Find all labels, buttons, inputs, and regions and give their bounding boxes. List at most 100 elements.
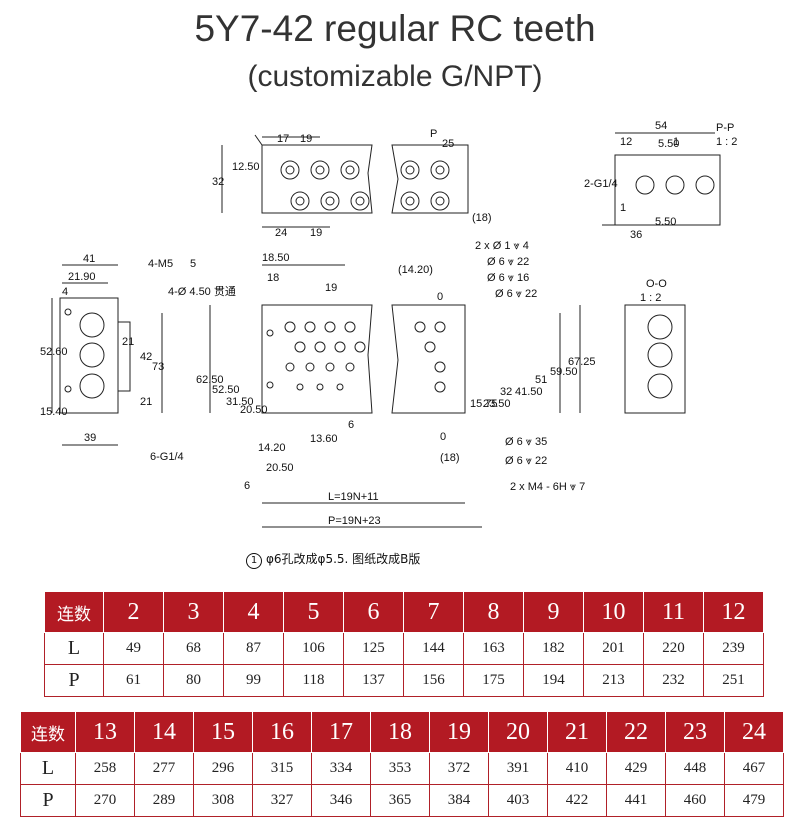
dim-12: 12 (620, 136, 632, 148)
table-cell: 163 (463, 632, 524, 665)
dim-41: 41 (83, 253, 95, 265)
dim-6: 6 (348, 419, 354, 431)
dim-59-50: 59.50 (550, 366, 578, 378)
pp-label: P-P (716, 122, 734, 134)
table-cell: 182 (523, 632, 584, 665)
col-3: 3 (163, 591, 224, 633)
table-cell: 289 (134, 784, 194, 817)
col-16: 16 (252, 711, 312, 753)
table-cell: 49 (103, 632, 164, 665)
dim-42: 42 (140, 351, 152, 363)
row-label-l: L (20, 752, 76, 785)
table-cell: 239 (703, 632, 764, 665)
table-cell: 441 (606, 784, 666, 817)
dim-23-50: 23.50 (483, 398, 511, 410)
callout-hole-22: Ø 6 ⩔ 22 (487, 256, 529, 268)
dim-0: 0 (437, 291, 443, 303)
table-row: L 258 277 296 315 334 353 372 391 410 42… (20, 752, 784, 785)
col-24: 24 (724, 711, 784, 753)
col-9: 9 (523, 591, 584, 633)
table-cell: 327 (252, 784, 312, 817)
dim-15-75: 15.75 (470, 398, 498, 410)
port-2-g1-4: 2-G1/4 (584, 178, 618, 190)
table-cell: 213 (583, 664, 644, 697)
table-row: L 49 68 87 106 125 144 163 182 201 220 2… (44, 632, 764, 665)
table-cell: 87 (223, 632, 284, 665)
section-pp (602, 132, 721, 226)
table-cell: 479 (724, 784, 784, 817)
table-cell: 270 (75, 784, 135, 817)
table-cell: 422 (547, 784, 607, 817)
table-cell: 410 (547, 752, 607, 785)
section-oo (624, 304, 686, 414)
table-cell: 296 (193, 752, 253, 785)
technical-drawing: 17 19 32 12.50 24 19 P 25 (18) P-P 1 : 2… (40, 120, 737, 528)
oo-scale: 1 : 2 (640, 292, 661, 304)
table-cell: 99 (223, 664, 284, 697)
dim-41-50: 41.50 (515, 386, 543, 398)
dim-20-50b: 20.50 (266, 462, 294, 474)
dim-12-50: 12.50 (232, 161, 260, 173)
dim-19: 19 (300, 133, 312, 145)
table-cell: 194 (523, 664, 584, 697)
callout-4-m5: 4-M5 (148, 258, 173, 270)
table-cell: 137 (343, 664, 404, 697)
col-17: 17 (311, 711, 371, 753)
dim-67-25: 67.25 (568, 356, 596, 368)
col-11: 11 (643, 591, 704, 633)
dim-6b: 6 (244, 480, 250, 492)
dim-18: 18 (267, 272, 279, 284)
table-row: P 270 289 308 327 346 365 384 403 422 44… (20, 784, 784, 817)
dim-4: 4 (62, 286, 68, 298)
col-15: 15 (193, 711, 253, 753)
dim-15-40: 15.40 (40, 406, 68, 418)
table-cell: 258 (75, 752, 135, 785)
dim-14-20: 14.20 (258, 442, 286, 454)
table-cell: 448 (665, 752, 725, 785)
dim-21-90: 21.90 (68, 271, 96, 283)
side-view (51, 264, 163, 446)
dim-54: 54 (655, 120, 667, 132)
table-cell: 156 (403, 664, 464, 697)
pp-scale: 1 : 2 (716, 136, 737, 148)
callout-hole-35: Ø 6 ⩔ 35 (505, 436, 547, 448)
dim-18: (18) (472, 212, 492, 224)
table-cell: 429 (606, 752, 666, 785)
dim-18b: (18) (440, 452, 460, 464)
col-14: 14 (134, 711, 194, 753)
header-label: 连数 (44, 591, 104, 633)
table-cell: 467 (724, 752, 784, 785)
col-22: 22 (606, 711, 666, 753)
marker-1: 1 (673, 136, 679, 148)
table-cell: 80 (163, 664, 224, 697)
table-cell: 372 (429, 752, 489, 785)
dim-25: 25 (442, 138, 454, 150)
row-label-p: P (20, 784, 76, 817)
callout-hole-22c: Ø 6 ⩔ 22 (505, 455, 547, 467)
table-cell: 277 (134, 752, 194, 785)
table-header-row: 连数 2 3 4 5 6 7 8 9 10 11 12 (44, 591, 764, 633)
callout-4-holes: 4-Ø 4.50 贯通 (168, 285, 236, 298)
callout-hole-22b: Ø 6 ⩔ 22 (495, 288, 537, 300)
spec-table-2: 连数 13 14 15 16 17 18 19 20 21 22 23 24 L… (20, 711, 784, 817)
section-mark-p: P (430, 128, 437, 140)
page-subtitle: (customizable G/NPT) (247, 60, 543, 93)
col-21: 21 (547, 711, 607, 753)
page-title: 5Y7-42 regular RC teeth (194, 8, 596, 49)
callout-6-g1-4: 6-G1/4 (150, 451, 184, 463)
table-cell: 334 (311, 752, 371, 785)
table-cell: 460 (665, 784, 725, 817)
col-2: 2 (103, 591, 164, 633)
note-text: φ6孔改成φ5.5. 图纸改成B版 (266, 552, 421, 566)
dim-5-50: 5.50 (658, 138, 679, 150)
row-label-l: L (44, 632, 104, 665)
dim-51: 51 (535, 374, 547, 386)
front-view (209, 264, 581, 528)
dim-21b: 21 (140, 396, 152, 408)
dim-52-50: 52.50 (212, 384, 240, 396)
oo-label: O-O (646, 278, 667, 290)
dim-5-50b: 5.50 (655, 216, 676, 228)
col-10: 10 (583, 591, 644, 633)
dim-13-60: 13.60 (310, 433, 338, 445)
